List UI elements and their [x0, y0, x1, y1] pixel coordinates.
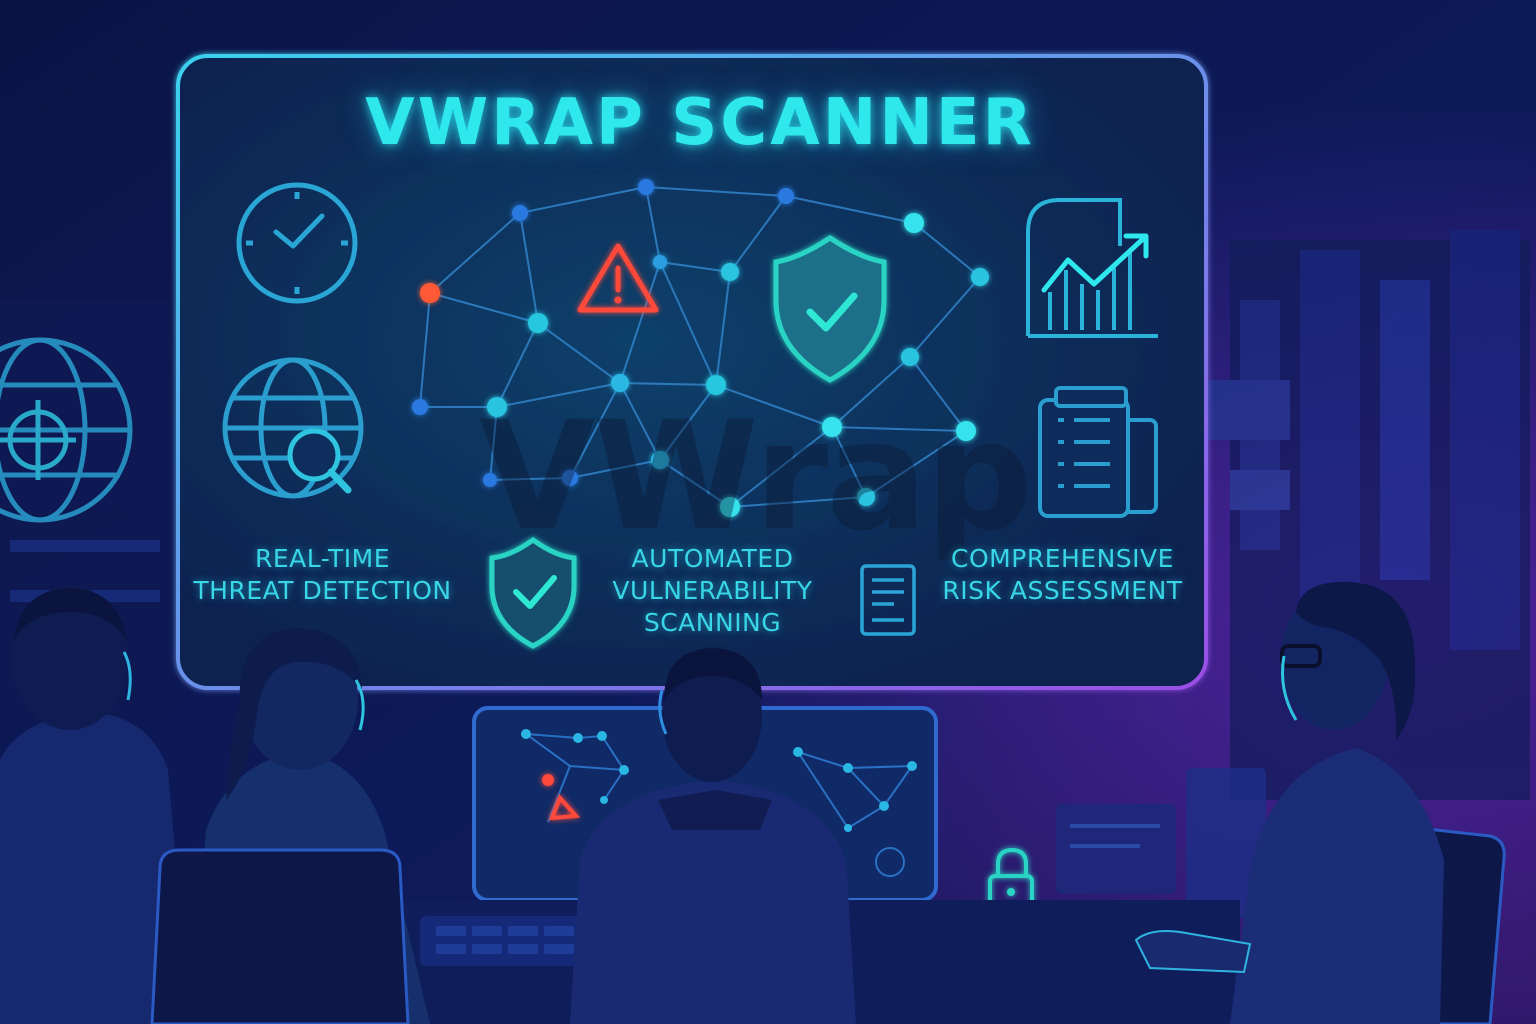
- document-list-icon: [1038, 386, 1158, 518]
- feature-label-line: COMPREHENSIVE: [951, 544, 1174, 573]
- feature-label-line: RISK ASSESSMENT: [942, 576, 1183, 605]
- side-panels: [1056, 768, 1266, 918]
- chart-growth-icon: [1026, 198, 1158, 338]
- person-left: [0, 586, 190, 1024]
- small-shield-icon: [489, 536, 577, 649]
- feature-automated-vulnerability-scanning: AUTOMATED VULNERABILITY SCANNING: [590, 543, 835, 639]
- feature-label-line: SCANNING: [643, 608, 782, 637]
- feature-label-line: VULNERABILITY: [612, 576, 813, 605]
- feature-label-line: AUTOMATED: [631, 544, 794, 573]
- feature-comprehensive-risk-assessment: COMPREHENSIVE RISK ASSESSMENT: [930, 543, 1195, 607]
- person-right: [1134, 581, 1444, 1024]
- board-title: VWRAP SCANNER: [365, 86, 1035, 160]
- watermark-logo: VWrap: [479, 390, 1032, 564]
- network-nodes: [412, 179, 989, 517]
- shield-check-icon: [773, 234, 887, 383]
- globe-search-icon: [222, 357, 364, 499]
- globe-target-icon: [0, 337, 133, 523]
- feature-realtime-threat-detection: REAL-TIME THREAT DETECTION: [190, 543, 455, 607]
- warning-triangle-icon: [577, 243, 659, 313]
- person-center: [570, 648, 856, 1024]
- feature-label-line: THREAT DETECTION: [193, 576, 452, 605]
- feature-label-line: REAL-TIME: [255, 544, 390, 573]
- report-card-icon: [860, 564, 916, 636]
- clock-icon: [236, 182, 358, 304]
